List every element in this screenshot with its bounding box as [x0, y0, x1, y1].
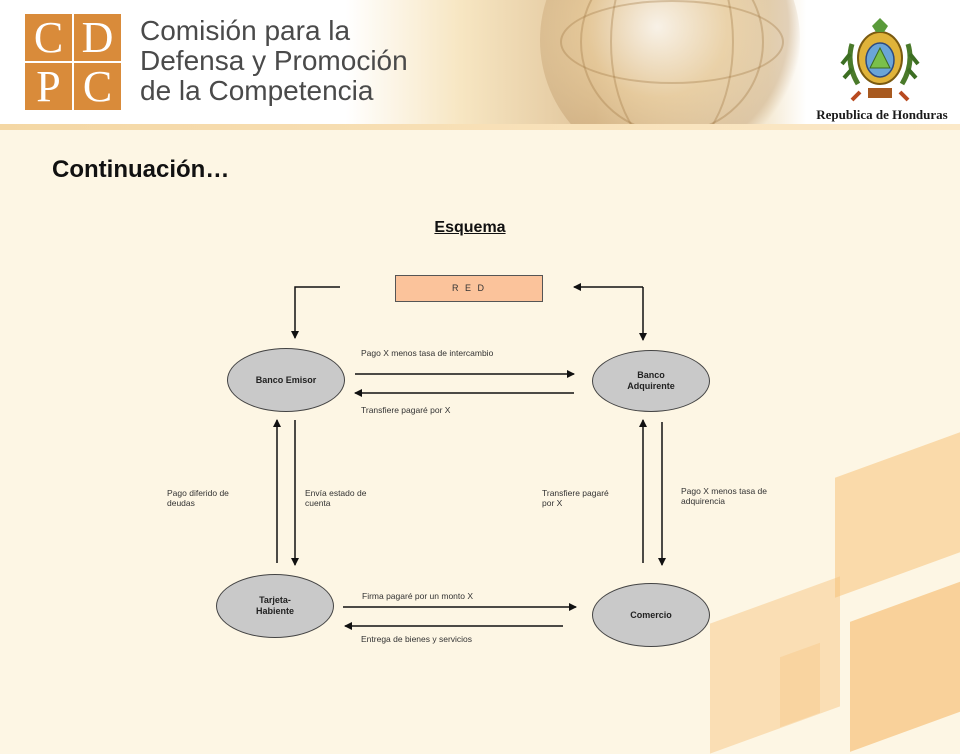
country-label: Republica de Honduras	[816, 107, 948, 122]
node-label: Tarjeta- Habiente	[255, 595, 294, 616]
coat-of-arms-icon	[840, 18, 920, 102]
edge-label: Firma pagaré por un monto X	[362, 591, 474, 601]
banco-adquirente-node: Banco Adquirente	[592, 350, 710, 412]
logo-letter: D	[74, 14, 121, 61]
diagram-title: Esquema	[434, 219, 506, 236]
comercio-node: Comercio	[592, 583, 710, 647]
edge-label: Pago X menos tasa de adquirencia	[681, 486, 768, 506]
node-label: Banco Adquirente	[627, 370, 675, 391]
arrow-red-to-emisor	[291, 286, 340, 339]
edge-label: Envía estado de cuenta	[305, 488, 367, 508]
node-label: Banco Emisor	[255, 374, 317, 385]
edge-label: Entrega de bienes y servicios	[361, 634, 473, 644]
org-name-line: Defensa y Promoción	[140, 45, 408, 76]
node-label: Comercio	[630, 609, 672, 620]
organization-name: Comisión para la Defensa y Promoción de …	[140, 16, 430, 106]
diagram-arrows	[273, 283, 666, 630]
header-divider	[0, 124, 960, 130]
banco-emisor-node: Banco Emisor	[227, 348, 345, 412]
logo-letter: C	[25, 14, 72, 61]
edge-label: Transfiere pagaré por X	[542, 488, 609, 508]
org-name-line: de la Competencia	[140, 75, 374, 106]
header-banner: C D P C Comisión para la Defensa y Promo…	[0, 0, 960, 124]
org-name-line: Comisión para la	[140, 15, 351, 46]
red-node: R E D	[395, 275, 543, 302]
page-title: Continuación…	[52, 156, 230, 183]
tarjeta-habiente-node: Tarjeta- Habiente	[216, 574, 334, 638]
logo-letter: P	[25, 63, 72, 110]
edge-label: Pago X menos tasa de intercambio	[361, 348, 494, 358]
edge-label: Transfiere pagaré por X	[361, 405, 451, 415]
edge-label: Pago diferido de deudas	[167, 488, 229, 508]
globe-graphic	[540, 0, 800, 124]
logo-letter: C	[74, 63, 121, 110]
cdpc-logo: C D P C	[25, 14, 121, 110]
